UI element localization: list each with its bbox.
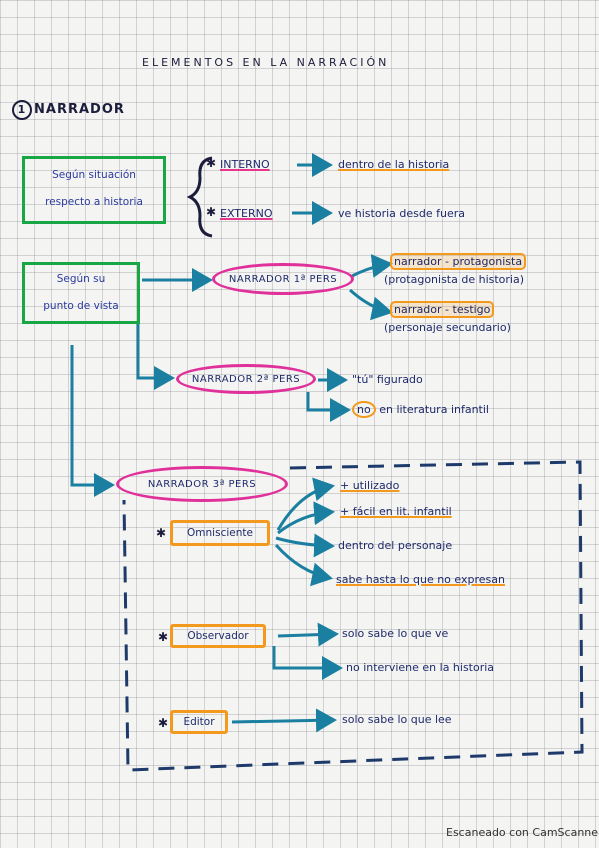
box-observador: Observador	[170, 624, 266, 648]
asterisk-icon: ✱	[206, 156, 217, 170]
situacion-line1: Según situación	[52, 169, 136, 181]
desc-externo: ve historia desde fuera	[338, 207, 465, 220]
situacion-line2: respecto a historia	[45, 196, 143, 208]
arrow-omni-4	[274, 544, 333, 587]
brace	[186, 156, 213, 238]
omni-item-3: dentro del personaje	[338, 539, 453, 552]
arrow-testigo	[348, 288, 393, 321]
word-literatura: en literatura infantil	[379, 403, 489, 416]
ellipse-narrador-segunda: NARRADOR 2ª PERS	[176, 364, 316, 394]
desc-interno: dentro de la historia	[338, 158, 450, 171]
dashed-frame	[122, 460, 584, 772]
scanner-watermark: Escaneado con CamScanner	[446, 826, 599, 839]
arrow-editor	[231, 708, 337, 733]
arrow-omni-3	[275, 533, 335, 558]
arrow-no	[306, 392, 351, 422]
narrador-testigo: narrador - testigo	[389, 301, 495, 318]
box-omnisciente: Omnisciente	[170, 520, 270, 546]
testigo-note: (personaje secundario)	[384, 321, 511, 334]
arrow-obs-2	[272, 646, 343, 680]
section-label: NARRADOR	[34, 102, 125, 117]
arrow-obs-1	[277, 622, 339, 647]
arrow-segunda	[136, 322, 175, 390]
arrow-omni-1	[276, 477, 335, 531]
label-externo: EXTERNO	[220, 207, 273, 220]
ellipse-narrador-primera: NARRADOR 1ª PERS	[212, 263, 354, 295]
box-editor: Editor	[170, 710, 228, 734]
punto-line1: Según su	[56, 273, 106, 285]
obs-item-1: solo sabe lo que ve	[342, 627, 449, 640]
asterisk-icon: ✱	[156, 526, 167, 540]
asterisk-icon: ✱	[158, 716, 169, 730]
desc-no-infantil: no en literatura infantil	[352, 401, 489, 418]
editor-item-1: solo sabe lo que lee	[342, 713, 452, 726]
arrow-omni-2	[277, 501, 335, 535]
protagonista-note: (protagonista de historia)	[384, 273, 525, 286]
asterisk-icon: ✱	[158, 630, 169, 644]
section-number: 1	[12, 100, 32, 120]
label-interno: INTERNO	[220, 158, 270, 171]
desc-tu-figurado: "tú" figurado	[352, 373, 423, 386]
omni-item-2: + fácil en lit. infantil	[340, 505, 452, 518]
page-title: ELEMENTOS EN LA NARRACIÓN	[142, 56, 390, 69]
omni-item-4: sabe hasta lo que no expresan	[336, 573, 505, 586]
box-segun-situacion: Según situación respecto a historia	[22, 156, 166, 224]
asterisk-icon: ✱	[206, 205, 217, 219]
arrow-protagonista	[351, 254, 393, 278]
punto-line2: punto de vista	[43, 300, 119, 312]
word-no: no	[352, 401, 376, 418]
ellipse-narrador-tercera: NARRADOR 3ª PERS	[116, 466, 288, 502]
narrador-protagonista: narrador - protagonista	[389, 253, 527, 270]
obs-item-2: no interviene en la historia	[346, 661, 495, 674]
arrow-tercera	[70, 345, 115, 497]
box-segun-punto-vista: Según su punto de vista	[22, 262, 140, 324]
omni-item-1: + utilizado	[340, 479, 400, 492]
